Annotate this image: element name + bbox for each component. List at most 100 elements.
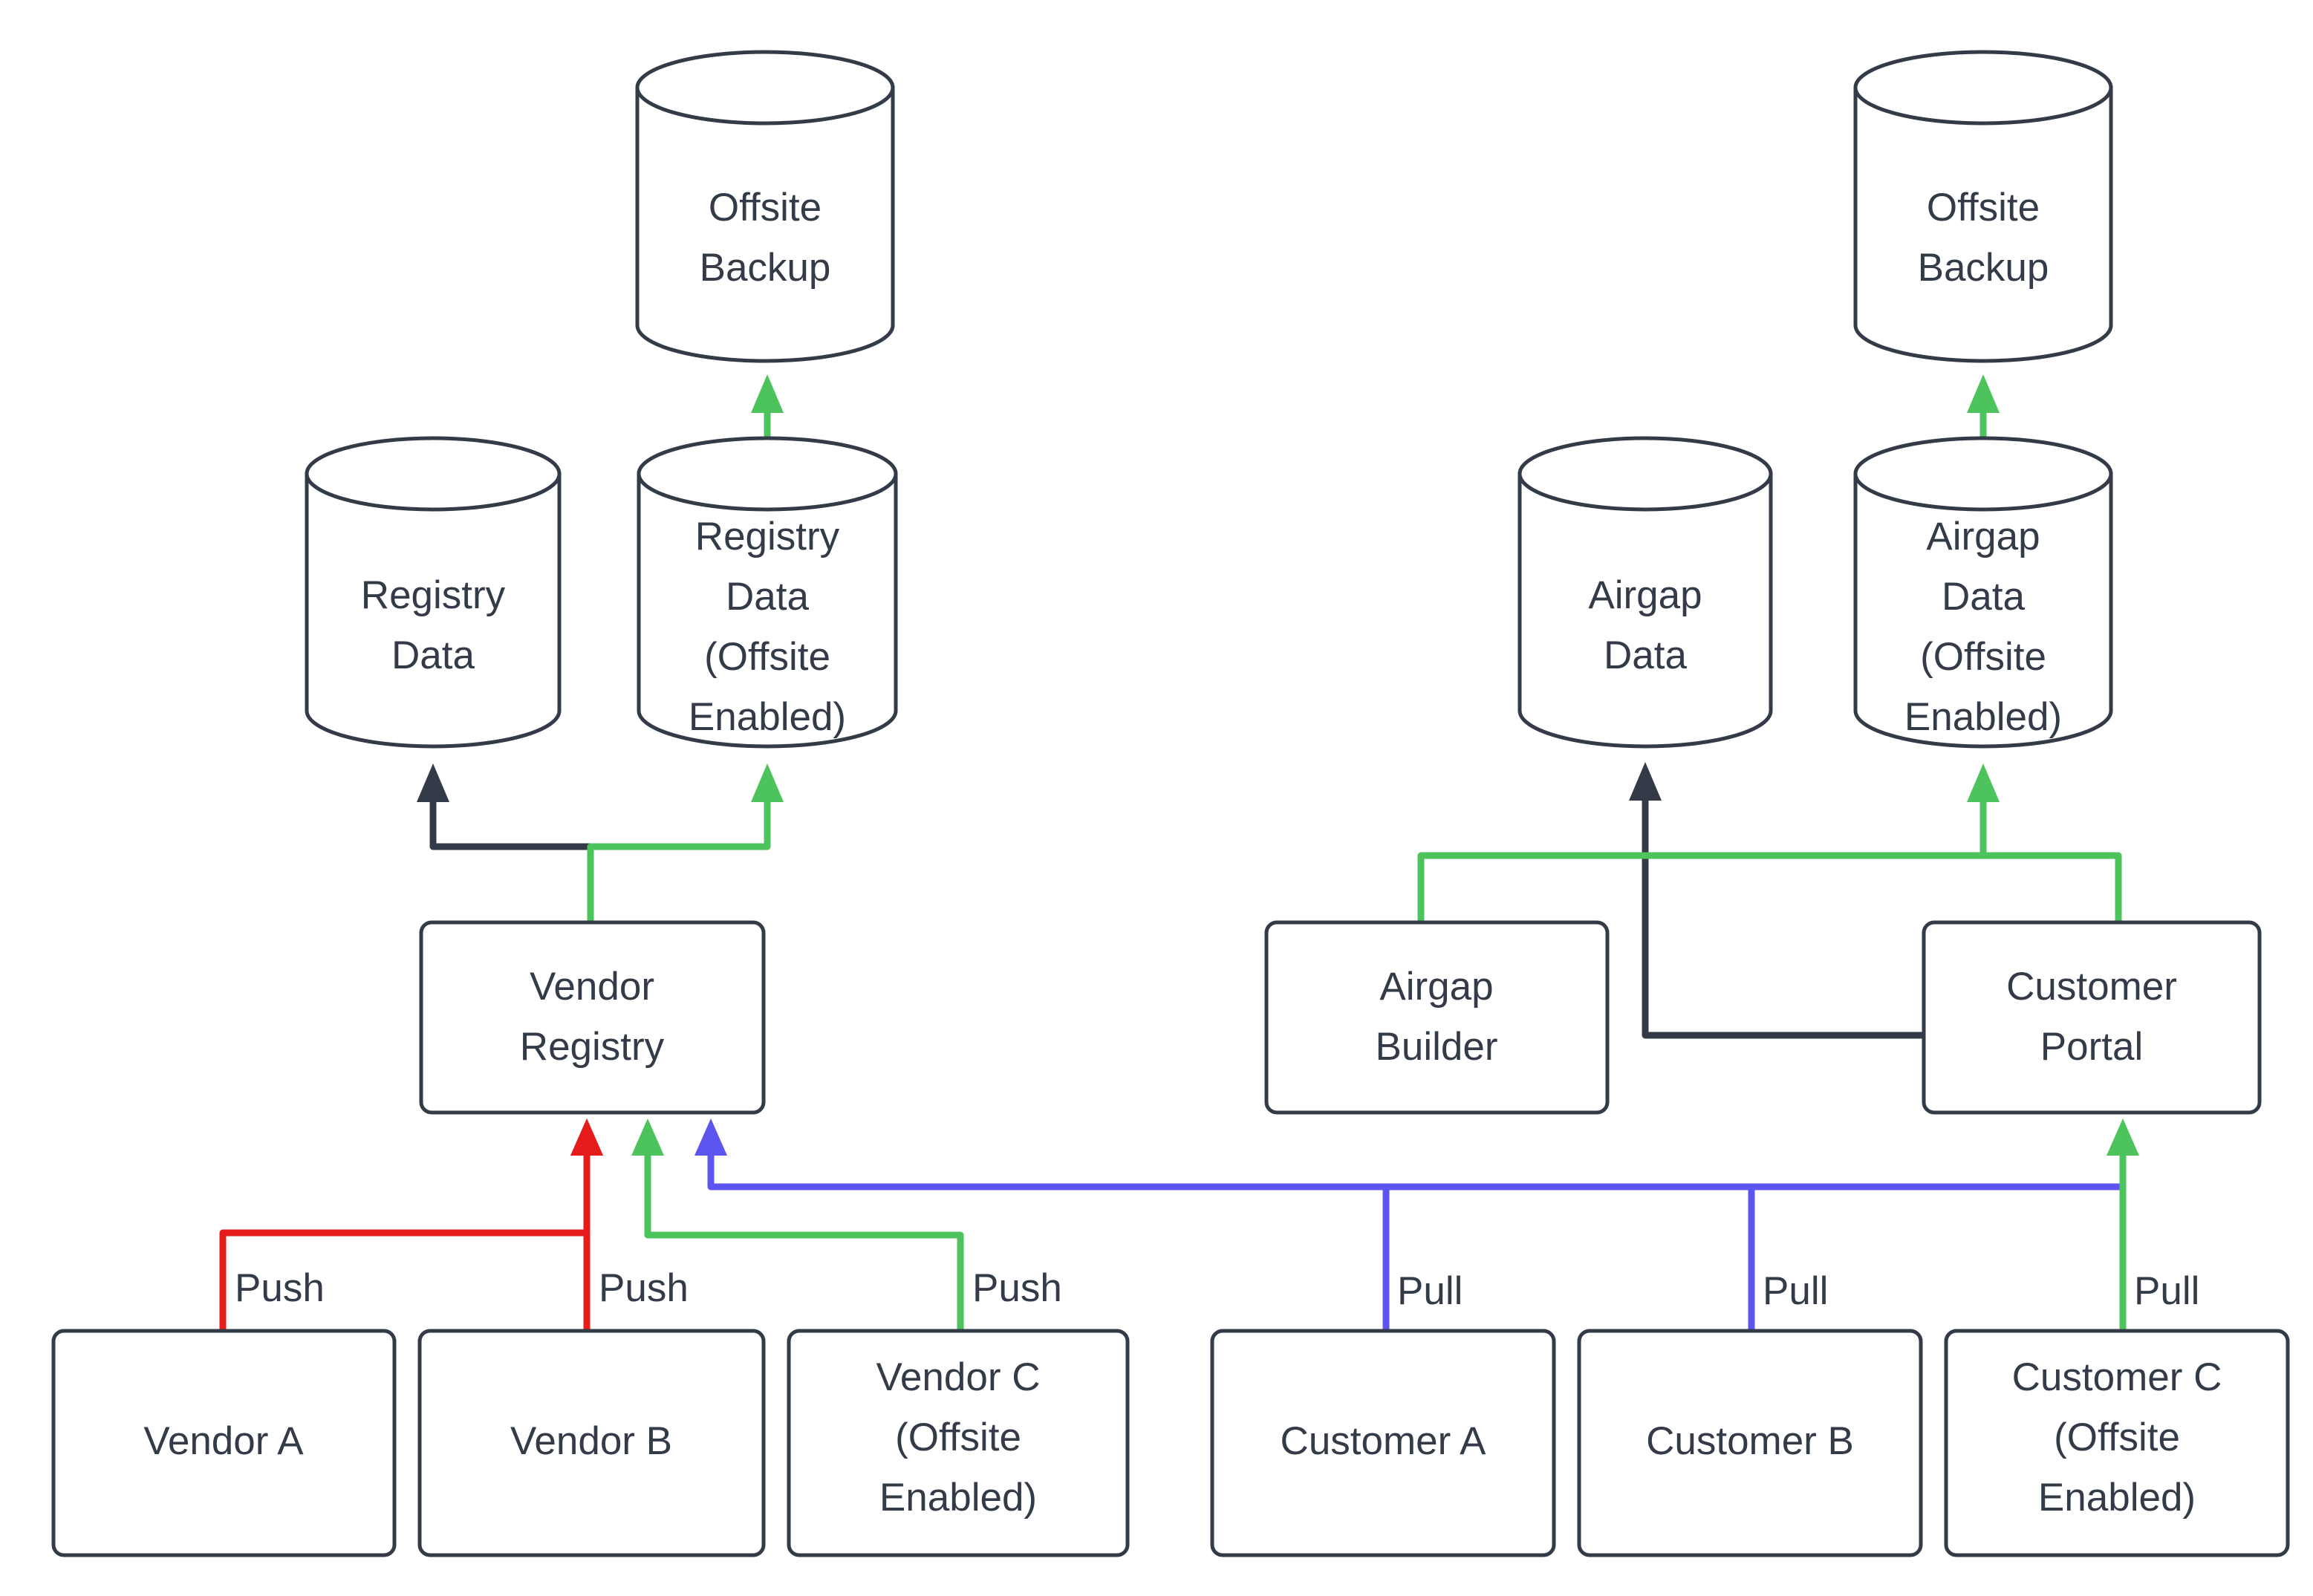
node-label-line1: Airgap: [1926, 515, 2040, 558]
edge-vendor-b-to-vendor-registry: [570, 1118, 603, 1333]
node-label-line3: Enabled): [2038, 1476, 2196, 1520]
node-label-line2: Builder: [1376, 1025, 1498, 1069]
edge-customer-portal-to-airgap-data-offsite: [1979, 852, 2122, 925]
node-label-line3: (Offsite: [704, 635, 830, 679]
cylinder-body: [1517, 472, 1773, 749]
node-label-line4: Enabled): [689, 695, 846, 739]
node-box: [1922, 920, 2262, 1115]
node-box: [51, 1329, 397, 1557]
edge-vendor-registry-to-registry-data: [417, 763, 594, 925]
node-customer-a[interactable]: Customer A: [1210, 1329, 1556, 1557]
edge-airgap-data-offsite-to-offsite-backup: [1967, 374, 2000, 449]
node-box: [787, 1329, 1130, 1557]
arrowhead-icon: [2107, 1118, 2139, 1156]
node-box: [1264, 920, 1610, 1115]
edge-path: [644, 1133, 964, 1333]
edge-label-vendor-b-push: Push: [599, 1266, 689, 1310]
arrowhead-icon: [631, 1118, 664, 1156]
node-customer-b[interactable]: Customer B: [1577, 1329, 1923, 1557]
node-label-line1: Customer C: [2012, 1355, 2222, 1399]
cylinder-top: [637, 436, 898, 512]
node-vendor-c[interactable]: Vendor C (Offsite Enabled): [787, 1329, 1130, 1557]
arrowhead-icon: [570, 1118, 603, 1156]
node-label-line2: Registry: [520, 1025, 665, 1069]
node-label-line1: Offsite: [1927, 186, 2040, 229]
cylinder-body: [637, 472, 898, 749]
arrowhead-icon: [1967, 374, 2000, 413]
node-vendor-a[interactable]: Vendor A: [51, 1329, 397, 1557]
node-label-line2: Data: [726, 575, 809, 619]
node-label-line2: (Offsite: [2054, 1416, 2180, 1459]
arrowhead-icon: [1967, 763, 2000, 802]
edge-airgap-builder-to-airgap-data-offsite: [1417, 763, 2000, 925]
node-label-line2: Backup: [1918, 246, 2049, 290]
node-box: [1577, 1329, 1923, 1557]
node-label-line1: Vendor C: [876, 1355, 1041, 1399]
arrowhead-icon: [1629, 762, 1662, 801]
node-label-line2: Data: [391, 633, 475, 677]
edge-path: [1417, 780, 1987, 925]
cylinder-top: [635, 50, 895, 126]
node-customer-portal[interactable]: Customer Portal: [1922, 920, 2262, 1115]
node-label-line1: Vendor B: [510, 1419, 672, 1463]
node-label-line1: Registry: [361, 573, 506, 617]
node-label-line1: Vendor A: [143, 1419, 304, 1463]
node-registry-data-offsite[interactable]: Registry Data (Offsite Enabled): [637, 436, 898, 749]
cylinder-body: [635, 85, 895, 363]
edge-label-customer-c-pull: Pull: [2134, 1269, 2199, 1313]
edge-label-customer-a-pull: Pull: [1397, 1269, 1463, 1313]
edge-label-vendor-c-push: Push: [972, 1266, 1062, 1310]
edge-path: [429, 780, 594, 925]
node-label-line1: Customer: [2006, 965, 2177, 1009]
edge-path: [707, 1183, 1755, 1333]
node-label-line2: (Offsite: [895, 1416, 1021, 1459]
cylinder-body: [305, 472, 562, 749]
node-offsite-backup-left[interactable]: Offsite Backup: [635, 50, 895, 363]
edge-label-customer-b-pull: Pull: [1763, 1269, 1828, 1313]
arrowhead-icon: [751, 763, 784, 802]
node-label-line1: Customer A: [1281, 1419, 1487, 1463]
cylinder-body: [1853, 85, 2113, 363]
edge-label-vendor-a-push: Push: [235, 1266, 325, 1310]
node-box: [419, 920, 766, 1115]
node-label-line1: Airgap: [1379, 965, 1493, 1009]
arrowhead-icon: [751, 374, 784, 413]
node-box: [1210, 1329, 1556, 1557]
node-label-line3: Enabled): [879, 1476, 1037, 1520]
node-vendor-registry[interactable]: Vendor Registry: [419, 920, 766, 1115]
node-registry-data[interactable]: Registry Data: [305, 436, 562, 749]
node-airgap-data[interactable]: Airgap Data: [1517, 436, 1773, 749]
node-label-line1: Registry: [695, 515, 840, 558]
arrowhead-icon: [417, 763, 449, 802]
edge-customer-portal-to-airgap-data: [1629, 762, 1926, 1039]
cylinder-top: [1517, 436, 1773, 512]
edge-registry-data-offsite-to-offsite-backup: [751, 374, 784, 449]
node-label-line1: Offsite: [709, 186, 822, 229]
arrowhead-icon: [694, 1118, 727, 1156]
node-customer-c[interactable]: Customer C (Offsite Enabled): [1944, 1329, 2290, 1557]
cylinder-top: [1853, 50, 2113, 126]
edge-vendor-c-to-vendor-registry: [631, 1118, 964, 1333]
edge-customer-c-to-customer-portal: [2107, 1118, 2139, 1333]
edge-vendor-registry-to-registry-data-offsite: [587, 763, 784, 925]
node-label-line3: (Offsite: [1920, 635, 2046, 679]
node-vendor-b[interactable]: Vendor B: [417, 1329, 766, 1557]
node-label-line1: Customer B: [1646, 1419, 1854, 1463]
edge-path: [1979, 852, 2122, 925]
node-label-line1: Vendor: [530, 965, 654, 1009]
node-airgap-data-offsite[interactable]: Airgap Data (Offsite Enabled): [1853, 436, 2113, 749]
node-airgap-builder[interactable]: Airgap Builder: [1264, 920, 1610, 1115]
node-offsite-backup-right[interactable]: Offsite Backup: [1853, 50, 2113, 363]
edge-customer-b-to-vendor-registry: [707, 1183, 1755, 1333]
node-label-line2: Portal: [2040, 1025, 2143, 1069]
node-label-line2: Data: [1942, 575, 2025, 619]
edge-path: [587, 780, 771, 925]
cylinder-top: [1853, 436, 2113, 512]
node-label-line1: Airgap: [1588, 573, 1702, 617]
node-label-line2: Backup: [700, 246, 831, 290]
cylinder-body: [1853, 472, 2113, 749]
edge-path: [1642, 776, 1926, 1039]
cylinder-top: [305, 436, 562, 512]
